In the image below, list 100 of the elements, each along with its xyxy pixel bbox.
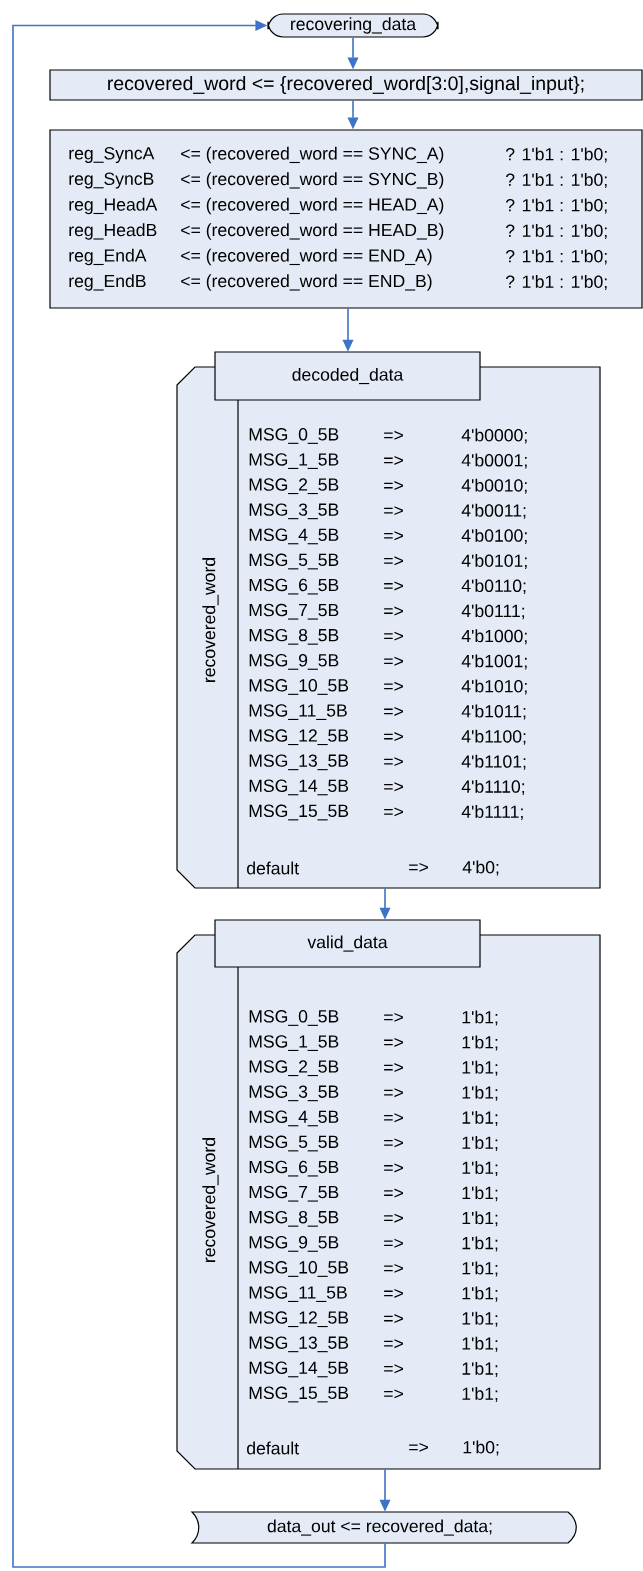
table-cell: MSG_1_5B [249, 1035, 339, 1051]
table-cell: => [384, 430, 403, 440]
table-cell: MSG_3_5B [249, 1085, 339, 1102]
table-cell: MSG_0_5B [249, 428, 339, 444]
header-box: valid_data [214, 919, 481, 968]
table-cell: MSG_2_5B [249, 478, 339, 495]
table-cell: MSG_10_5B [249, 679, 349, 695]
table-cell: MSG_6_5B [249, 578, 339, 595]
table-cell: => [384, 606, 403, 616]
case-block [176, 919, 601, 1470]
arrow [12, 19, 386, 1568]
table-cell: MSG_4_5B [249, 1110, 339, 1127]
table-cell: MSG_10_5B [249, 1261, 349, 1277]
process-box [49, 129, 643, 309]
code-line-part: reg_EndA [69, 248, 147, 266]
table-cell: => [384, 1364, 403, 1374]
table-cell: => [384, 455, 403, 465]
table-cell: 1'b1; [462, 1286, 498, 1302]
code-line-part: <= (recovered_word == END_A) [181, 248, 432, 266]
table-cell: 1'b1; [462, 1010, 498, 1026]
table-cell: => [384, 1113, 403, 1123]
code-line-part: <= (recovered_word == SYNC_B) [181, 172, 444, 189]
code-line-part: <= (recovered_word == SYNC_A) [181, 146, 444, 164]
table-cell: 1'b1; [462, 1161, 498, 1177]
table-cell: MSG_12_5B [249, 729, 349, 746]
table-cell: MSG_11_5B [249, 1286, 347, 1302]
table-cell: 1'b1; [462, 1060, 498, 1076]
code-line-part: reg_SyncB [69, 172, 154, 189]
table-cell: MSG_2_5B [249, 1060, 339, 1077]
code-line-part: ? 1'b1 : 1'b0; [506, 173, 607, 188]
table-cell: 1'b1; [462, 1311, 498, 1327]
side-label: recovered_word [202, 1138, 219, 1262]
table-cell: 1'b1; [462, 1236, 498, 1252]
table-cell: => [384, 1063, 403, 1073]
table-cell: => [384, 531, 403, 541]
table-cell: MSG_14_5B [249, 779, 349, 796]
table-cell: => [384, 1088, 403, 1098]
table-cell: => [384, 656, 403, 666]
table-cell: 1'b1; [462, 1186, 498, 1202]
table-cell: => [384, 1038, 403, 1047]
table-cell: => [409, 862, 428, 872]
table-cell: 4'b1011; [461, 704, 526, 720]
table-cell: => [409, 1442, 428, 1452]
code-line-part: <= (recovered_word == HEAD_A) [181, 197, 444, 215]
table-cell: => [384, 782, 403, 792]
table-cell: => [384, 757, 403, 767]
table-cell: => [384, 807, 403, 817]
table-cell: => [384, 556, 403, 566]
table-cell: 1'b1; [462, 1361, 498, 1377]
table-cell: 4'b0000; [461, 428, 527, 444]
table-cell: MSG_12_5B [249, 1311, 349, 1328]
table-cell: MSG_13_5B [249, 1336, 349, 1353]
table-cell: MSG_4_5B [249, 528, 339, 545]
table-cell: => [384, 1012, 403, 1022]
table-cell: MSG_5_5B [249, 553, 339, 570]
table-cell: MSG_15_5B [249, 1386, 349, 1403]
table-cell: MSG_5_5B [249, 1135, 339, 1152]
code-line-part: ? 1'b1 : 1'b0; [506, 249, 607, 265]
code-line-part: reg_HeadA [69, 197, 158, 215]
table-cell: => [384, 681, 403, 691]
table-cell: MSG_0_5B [249, 1010, 339, 1026]
terminal-box: recovering_data [267, 13, 439, 38]
table-cell: => [384, 481, 403, 490]
table-cell: => [384, 1389, 403, 1399]
table-cell: MSG_8_5B [249, 628, 339, 645]
table-cell: default [247, 1441, 299, 1455]
table-cell: 4'b0001; [461, 453, 527, 469]
table-cell: 1'b1; [462, 1261, 498, 1277]
table-cell: => [384, 581, 403, 591]
table-cell: MSG_8_5B [249, 1210, 339, 1227]
side-label: recovered_word [202, 558, 219, 682]
table-cell: => [384, 1163, 403, 1173]
table-cell: => [384, 1213, 403, 1223]
table-cell: MSG_7_5B [249, 603, 339, 620]
table-cell: 1'b1; [462, 1085, 498, 1101]
table-cell: => [384, 1314, 403, 1324]
table-cell: 1'b0; [463, 1440, 499, 1456]
table-cell: => [384, 1188, 403, 1198]
table-cell: => [384, 506, 403, 516]
table-cell: 4'b0010; [461, 478, 527, 494]
table-cell: MSG_13_5B [249, 754, 349, 771]
table-cell: 4'b0101; [461, 554, 527, 569]
table-cell: MSG_1_5B [249, 453, 339, 469]
table-cell: MSG_14_5B [249, 1361, 349, 1378]
table-cell: 4'b0100; [461, 528, 527, 544]
table-cell: 4'b1110; [461, 779, 525, 795]
table-cell: => [384, 1289, 403, 1298]
table-cell: => [384, 1138, 403, 1148]
table-cell: 1'b1; [462, 1136, 498, 1151]
table-cell: 4'b1001; [461, 654, 527, 670]
table-cell: => [384, 706, 403, 716]
table-cell: => [384, 1263, 403, 1273]
header-box: decoded_data [214, 351, 481, 401]
table-cell: 4'b1100; [461, 729, 526, 745]
code-line-part: ? 1'b1 : 1'b0; [506, 147, 607, 163]
code-line-part: reg_EndB [69, 274, 146, 291]
output-box: data_out <= recovered_data; [191, 1511, 577, 1544]
table-cell: MSG_11_5B [249, 704, 347, 720]
code-line-part: reg_HeadB [69, 223, 157, 240]
table-cell: MSG_6_5B [249, 1160, 339, 1177]
